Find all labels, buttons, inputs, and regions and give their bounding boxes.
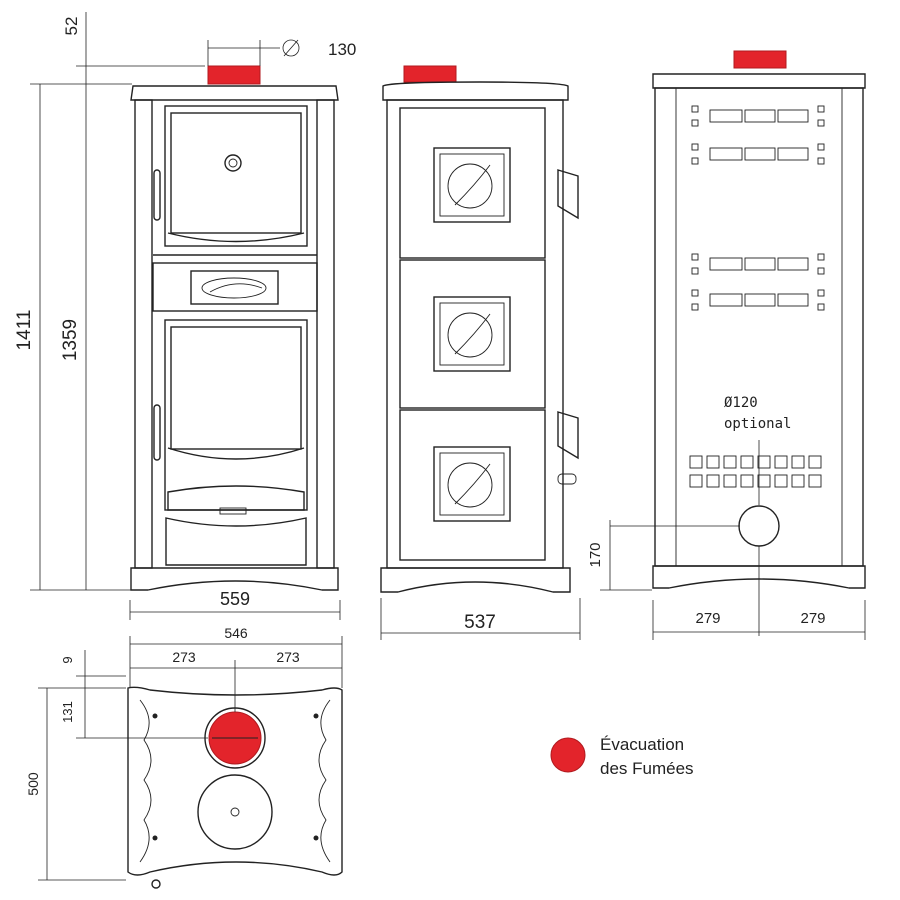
rear-view <box>610 50 866 636</box>
side-dimensions: 537 <box>380 598 581 640</box>
front-view <box>130 65 339 591</box>
rear-flue-outlet <box>733 50 787 69</box>
dim-rear-outlet-height: 170 <box>587 542 604 567</box>
dim-rear-half-left: 279 <box>695 610 720 627</box>
rear-dimensions: 170 Ø120 optional 279 279 <box>587 395 866 640</box>
dim-front-width: 559 <box>220 589 250 609</box>
legend-label-line2: des Fumées <box>600 759 694 778</box>
dim-half-left: 273 <box>172 649 196 665</box>
front-flue-outlet <box>207 65 261 85</box>
dim-side-width: 537 <box>464 612 496 633</box>
side-flue-outlet <box>403 65 457 83</box>
top-dimensions: 546 273 273 9 131 500 <box>25 625 343 881</box>
dim-flue-depth: 131 <box>60 701 75 723</box>
legend-label-line1: Évacuation <box>600 735 684 754</box>
dim-total-height: 1411 <box>14 310 35 351</box>
front-dimensions: 1411 1359 52 130 559 <box>14 12 356 620</box>
dim-inner-width: 546 <box>224 625 248 641</box>
rear-optional-outlet <box>738 505 780 547</box>
dim-rear-outlet-note: optional <box>724 416 791 432</box>
legend-red-dot <box>550 737 586 773</box>
dim-flue-diameter: 130 <box>328 40 356 59</box>
legend: Évacuation des Fumées <box>550 735 694 778</box>
dim-rear-outlet-diameter: Ø120 <box>724 395 758 411</box>
dim-flue-height: 52 <box>62 17 81 36</box>
dim-top-offset: 9 <box>60 656 75 663</box>
dim-body-height: 1359 <box>60 319 81 361</box>
dim-half-right: 273 <box>276 649 300 665</box>
dim-depth: 500 <box>25 772 41 796</box>
dim-rear-half-right: 279 <box>800 610 825 627</box>
side-view <box>380 65 579 593</box>
top-view <box>127 686 343 889</box>
